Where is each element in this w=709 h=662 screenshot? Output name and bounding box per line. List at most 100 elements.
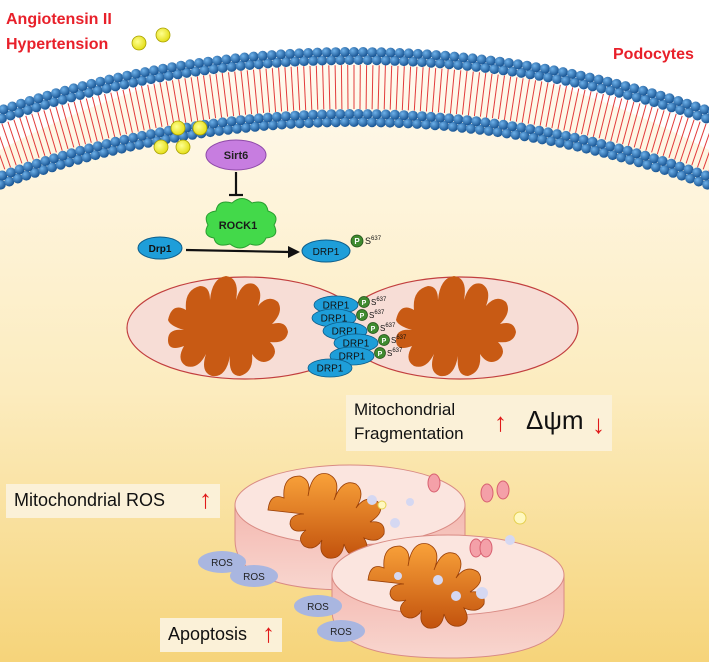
membrane-bead: [560, 75, 571, 86]
membrane-bead: [540, 63, 550, 74]
membrane-bead: [146, 74, 156, 85]
membrane-bead: [596, 83, 607, 94]
mito-ros-label: Mitochondrial ROS: [14, 490, 166, 510]
membrane-bead: [471, 116, 482, 127]
membrane-bead: [657, 156, 668, 166]
membrane-bead: [699, 104, 709, 115]
membrane-bead: [650, 162, 661, 173]
drp1-left-label: Drp1: [149, 244, 172, 255]
mito-fragmentation-box: Mitochondrial Fragmentation ↑ Δψm ↓: [346, 395, 612, 451]
membrane-bead: [683, 164, 694, 175]
membrane-bead: [692, 167, 703, 178]
membrane-bead: [167, 62, 177, 73]
membrane-bead: [49, 153, 59, 164]
membrane-bead: [458, 52, 469, 63]
membrane-bead: [489, 118, 500, 129]
membrane-bead: [616, 152, 627, 163]
phosphorylation-arrow: [185, 248, 291, 254]
membrane-bead: [40, 99, 51, 110]
membrane-bead: [426, 111, 437, 122]
membrane-bead: [281, 57, 291, 68]
membrane-bead: [398, 56, 409, 67]
membrane-bead: [367, 117, 377, 128]
phospho-group: [350, 234, 364, 248]
membrane-bead: [42, 90, 53, 101]
membrane-bead: [666, 158, 677, 169]
membrane-bead: [262, 112, 273, 123]
membrane-bead: [0, 104, 9, 115]
membrane-bead: [649, 97, 660, 108]
membrane-bead: [549, 65, 559, 76]
membrane-bead: [638, 85, 649, 96]
membrane-bead: [353, 109, 364, 119]
rock1-protein: [205, 198, 277, 249]
dividing-mitochondrion: [126, 276, 579, 380]
membrane-bead: [308, 109, 319, 120]
ros-clusters: [198, 551, 365, 642]
membrane-bead: [371, 109, 382, 120]
membrane-bead: [250, 121, 260, 132]
membrane-bead: [590, 145, 601, 156]
membrane-bead: [57, 150, 68, 161]
drp1-ring-phospho: [358, 296, 370, 308]
membrane-bead: [385, 47, 396, 58]
drp1-ring-phospho: [378, 334, 390, 346]
drp1-ring-phospho: [367, 322, 379, 334]
membrane-bead: [344, 55, 355, 65]
membrane-bead: [294, 48, 305, 59]
membrane-bead: [546, 136, 557, 147]
membrane-bead: [268, 120, 278, 131]
membrane-bead: [584, 72, 595, 83]
membrane-bead: [128, 132, 139, 143]
membrane-bead: [376, 47, 387, 58]
membrane-bead: [353, 55, 364, 65]
membrane-bead: [12, 173, 23, 184]
membrane-bead: [303, 118, 314, 128]
membrane-bead: [66, 92, 77, 103]
membrane-bead: [593, 74, 604, 85]
membrane-bead: [563, 139, 574, 150]
membrane-bead: [413, 48, 423, 59]
membrane-bead: [528, 132, 539, 143]
membrane-bead: [640, 150, 651, 161]
membrane-bead: [522, 60, 532, 71]
membrane-bead: [299, 110, 310, 121]
membrane-bead: [510, 129, 521, 140]
membrane-bead: [513, 59, 523, 70]
membrane-bead: [119, 79, 130, 90]
membrane-bead: [440, 50, 451, 61]
membrane-bead: [605, 85, 616, 96]
membrane-bead: [285, 48, 295, 59]
membrane-bead: [55, 159, 66, 170]
membrane-bead: [194, 58, 205, 68]
membrane-bead: [276, 119, 287, 130]
membrane-bead: [676, 170, 687, 181]
membrane-bead: [462, 115, 473, 126]
membrane-bead: [465, 123, 476, 134]
drp1-ring-s637-label: S637: [387, 348, 403, 358]
membrane-bead: [143, 137, 154, 148]
membrane-bead: [24, 96, 35, 106]
membrane-bead: [614, 87, 625, 98]
apoptosis-label: Apoptosis: [168, 624, 248, 644]
membrane-bead: [290, 56, 300, 67]
membrane-bead: [389, 109, 400, 120]
membrane-bead: [185, 59, 195, 70]
membrane-bead: [308, 55, 319, 66]
membrane-bead: [503, 58, 514, 68]
membrane-bead: [701, 113, 709, 124]
membrane-bead: [457, 122, 467, 133]
angiotensin-label: Angiotensin II: [6, 11, 112, 28]
membrane-bead: [448, 121, 458, 132]
membrane-bead: [430, 120, 440, 131]
membrane-bead: [596, 139, 607, 149]
membrane-bead: [199, 65, 210, 76]
membrane-bead: [476, 54, 487, 65]
membrane-bead: [685, 173, 696, 184]
angiotensin-ii-molecules: [131, 27, 208, 155]
membrane-bead: [611, 78, 622, 89]
membrane-bead: [435, 112, 446, 123]
membrane-bead: [23, 161, 34, 172]
damaged-mitochondrion-2: [331, 534, 565, 659]
